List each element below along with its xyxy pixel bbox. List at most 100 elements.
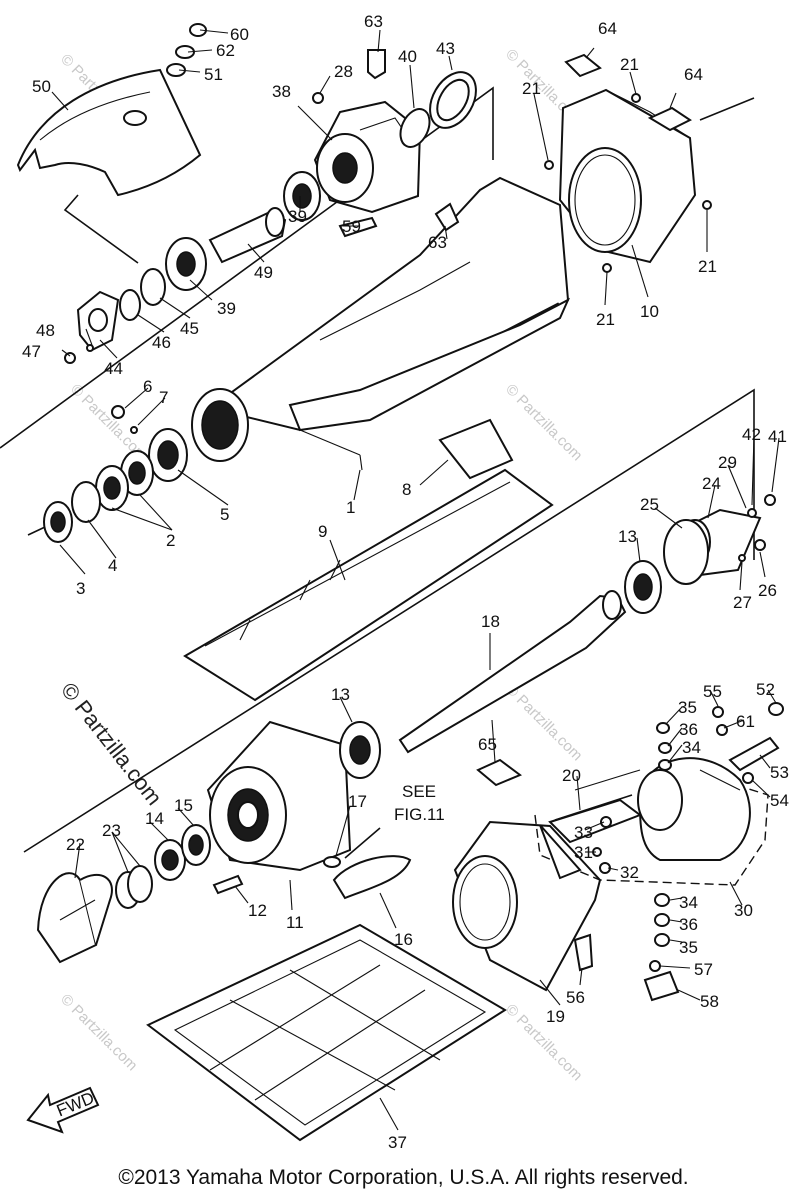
callout-2: 2 xyxy=(166,531,175,550)
callout-61: 61 xyxy=(736,712,755,731)
callout-62: 62 xyxy=(216,41,235,60)
hose-part-16 xyxy=(323,855,412,900)
rings-40-43 xyxy=(399,71,477,148)
callout-39: 39 xyxy=(288,207,307,226)
pad-part-65 xyxy=(476,758,522,787)
callout-41: 41 xyxy=(768,427,787,446)
callout-38: 38 xyxy=(272,82,291,101)
callout-39: 39 xyxy=(217,299,236,318)
callout-21: 21 xyxy=(596,310,615,329)
watermark-4: © Partzilla.com xyxy=(502,381,585,464)
copyright-footer: ©2013 Yamaha Motor Corporation, U.S.A. A… xyxy=(118,1166,689,1189)
callout-32: 32 xyxy=(620,863,639,882)
callout-37: 37 xyxy=(388,1133,407,1152)
callout-6: 6 xyxy=(143,377,152,396)
callout-53: 53 xyxy=(770,763,789,782)
callout-42: 42 xyxy=(742,425,761,444)
callout-20: 20 xyxy=(562,766,581,785)
callout-44: 44 xyxy=(104,359,123,378)
callout-21: 21 xyxy=(522,79,541,98)
callout-4: 4 xyxy=(108,556,117,575)
intake-grate-part-37 xyxy=(146,923,507,1142)
callout-49: 49 xyxy=(254,263,273,282)
callout-29: 29 xyxy=(718,453,737,472)
callout-30: 30 xyxy=(734,901,753,920)
callout-35: 35 xyxy=(678,698,697,717)
fwd-arrow: FWD xyxy=(26,1086,100,1134)
callout-28: 28 xyxy=(334,62,353,81)
rings-45-46 xyxy=(119,268,166,321)
parts-14-15-23 xyxy=(115,824,244,909)
steering-nozzle-part-30 xyxy=(534,757,769,886)
cover-part-50 xyxy=(16,68,202,264)
callout-43: 43 xyxy=(436,39,455,58)
callout-14: 14 xyxy=(145,809,164,828)
callout-56: 56 xyxy=(566,988,585,1007)
callout-13: 13 xyxy=(331,685,350,704)
watermark-5: © Partzilla.com xyxy=(56,678,167,810)
bag-part-8 xyxy=(438,418,514,480)
callout-1: 1 xyxy=(346,498,355,517)
drive-shaft-part-18 xyxy=(398,590,627,754)
callout-58: 58 xyxy=(700,992,719,1011)
impeller-part-22 xyxy=(36,872,113,964)
frame-lines xyxy=(0,86,755,853)
intake-duct-part-1 xyxy=(191,176,571,471)
callout-52: 52 xyxy=(756,680,775,699)
callout-55: 55 xyxy=(703,682,722,701)
callout-35: 35 xyxy=(679,938,698,957)
bearing-part-13-lower xyxy=(339,721,381,779)
callout-64: 64 xyxy=(684,65,703,84)
watermark-6: © Partzilla.com xyxy=(502,681,585,764)
callout-25: 25 xyxy=(640,495,659,514)
watermark-7: © Partzilla.com xyxy=(502,1001,585,1084)
bearing-part-39-lower xyxy=(165,237,207,291)
callout-21: 21 xyxy=(698,257,717,276)
callout-64: 64 xyxy=(598,19,617,38)
callout-36: 36 xyxy=(679,915,698,934)
clip-part-63 xyxy=(434,202,460,232)
callout-23: 23 xyxy=(102,821,121,840)
hardware-34-35-36-upper xyxy=(656,702,784,771)
grate-housing-part-10 xyxy=(544,53,712,273)
callout-24: 24 xyxy=(702,474,721,493)
watermark-8: © Partzilla.com xyxy=(57,991,140,1074)
callout-3: 3 xyxy=(76,579,85,598)
callout-7: 7 xyxy=(159,388,168,407)
arm-parts-53-54 xyxy=(728,736,780,784)
callout-12: 12 xyxy=(248,901,267,920)
callout-22: 22 xyxy=(66,835,85,854)
callout-34: 34 xyxy=(682,738,701,757)
bearing-stack-parts-2-5 xyxy=(27,405,188,543)
callout-13: 13 xyxy=(618,527,637,546)
callout-45: 45 xyxy=(180,319,199,338)
callout-16: 16 xyxy=(394,930,413,949)
housing-part-38 xyxy=(312,49,422,214)
callout-9: 9 xyxy=(318,522,327,541)
impeller-duct-part-11 xyxy=(206,720,352,872)
see-figure-note: SEE FIG.11 xyxy=(344,782,445,859)
callout-18: 18 xyxy=(481,612,500,631)
callout-54: 54 xyxy=(770,791,789,810)
callout-63: 63 xyxy=(364,12,383,31)
callout-8: 8 xyxy=(402,480,411,499)
callout-34: 34 xyxy=(679,893,698,912)
callout-40: 40 xyxy=(398,47,417,66)
callout-26: 26 xyxy=(758,581,777,600)
exploded-parts-diagram: © Partzilla.com © Partzilla.com © Partzill… xyxy=(0,12,789,1152)
callout-50: 50 xyxy=(32,77,51,96)
callout-36: 36 xyxy=(679,720,698,739)
see-note-line-1: SEE xyxy=(402,782,436,801)
bearing-part-13-upper xyxy=(624,560,662,614)
callout-48: 48 xyxy=(36,321,55,340)
callout-59: 59 xyxy=(342,217,361,236)
bearing-part-39-upper xyxy=(283,171,378,238)
bracket-part-44 xyxy=(64,290,120,364)
callout-19: 19 xyxy=(546,1007,565,1026)
callout-5: 5 xyxy=(220,505,229,524)
shaft-part-49 xyxy=(208,207,287,264)
callout-51: 51 xyxy=(204,65,223,84)
callout-15: 15 xyxy=(174,796,193,815)
callout-46: 46 xyxy=(152,333,171,352)
